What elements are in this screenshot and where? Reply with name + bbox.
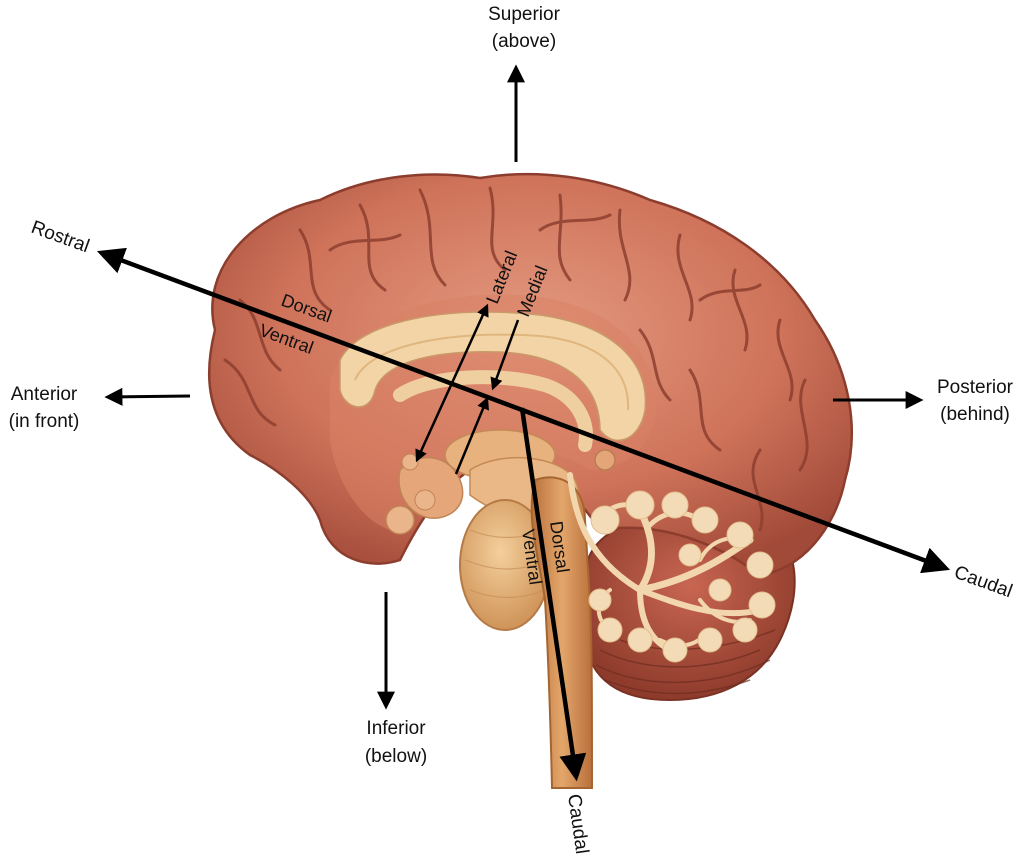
superior-label: Superior	[488, 4, 560, 25]
anterior-label: Anterior	[11, 384, 78, 405]
pineal-gland	[594, 449, 616, 471]
anterior-arrow	[104, 387, 191, 406]
posterior-sublabel: (behind)	[940, 404, 1010, 425]
optic-chiasm	[414, 489, 436, 511]
pituitary	[385, 505, 415, 535]
orientation-arrows	[96, 64, 951, 782]
anterior-sublabel: (in front)	[9, 411, 80, 432]
dorsal-ventral-small-arrow	[454, 396, 489, 475]
inferior-sublabel: (below)	[365, 746, 427, 767]
medial-arrow	[490, 319, 520, 391]
lateral-arrow	[415, 303, 489, 463]
posterior-label: Posterior	[937, 377, 1014, 398]
mammillary-body	[401, 453, 419, 471]
rostral-label: Rostral	[28, 217, 92, 257]
caudal-bottom-label: Caudal	[563, 793, 592, 856]
superior-sublabel: (above)	[492, 31, 556, 52]
inferior-label: Inferior	[366, 718, 426, 739]
caudal-right-label: Caudal	[951, 562, 1015, 602]
brainstem-caudal-axis	[519, 407, 587, 782]
